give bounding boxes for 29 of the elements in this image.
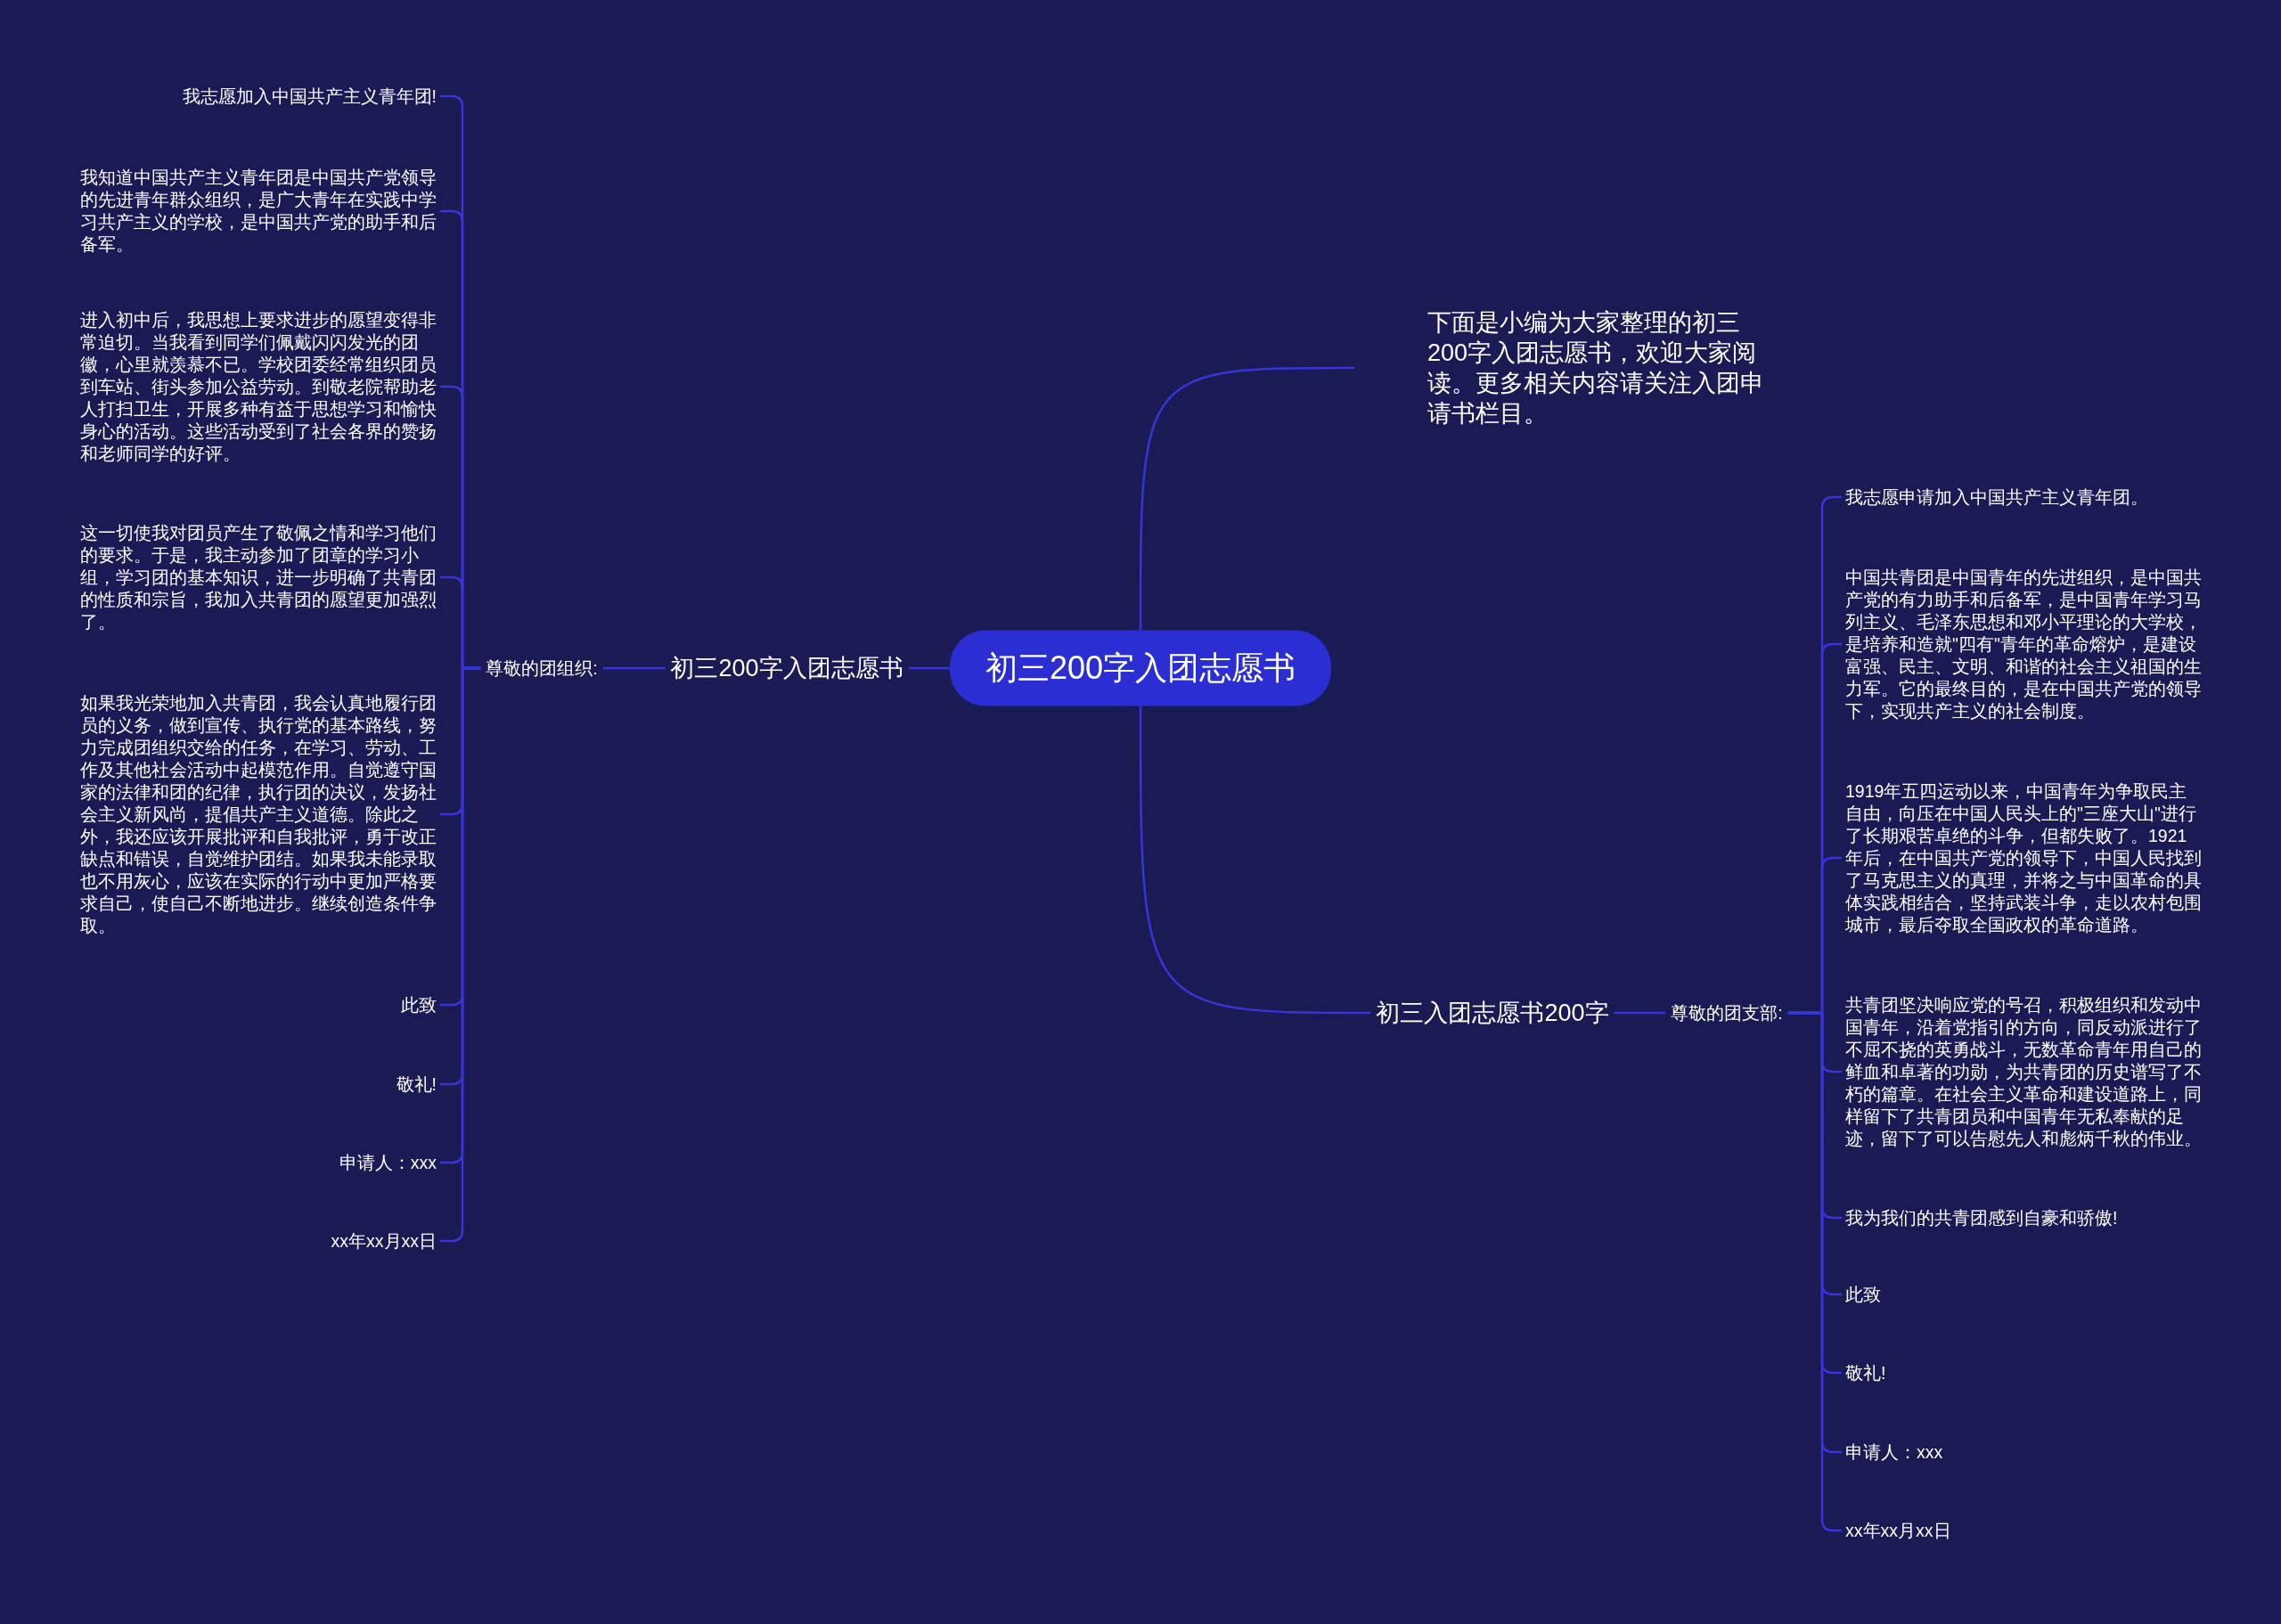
leaf-text: 如果我光荣地加入共青团，我会认真地履行团员的义务，做到宣传、执行党的基本路线，努力完成团组织交给的任务，在学习、劳动、工作及其他社会活动中起模范作用。自觉遵守国家的法律和团的纪律，执行团的决议，发扬社会主义新风尚，提倡共产主义道德。除此之外，我还应该开展批评和自我批评，勇于改正缺点和错误，自觉维护团结。如果我未能录取也不用灰心，应该在实际的行动中更加严格要求自己，使自己不断地进步。继续创造条件争取。 <box>80 691 437 937</box>
leaf-text: 我志愿加入中国共产主义青年团! <box>182 85 437 108</box>
leaf-text: 此致 <box>1845 1283 1881 1306</box>
connector-line <box>1614 1011 1666 1015</box>
leaf-text: xx年xx月xx日 <box>331 1229 437 1253</box>
central-topic: 初三200字入团志愿书 <box>949 630 1332 706</box>
connector-line <box>1139 706 1371 1015</box>
leaf-text: 敬礼! <box>396 1073 437 1096</box>
leaf-text: 共青团坚决响应党的号召，积极组织和发动中国青年，沿着党指引的方向，同反动派进行了不屈不挠的英勇战斗，无数革命青年用自己的鲜血和卓著的功勋，为共青团的历史谱写了不朽的篇章。在社会主义革命和建设道路上，同样留下了共青团员和中国青年无私奉献的足迹，留下了可以告慰先人和彪炳千秋的伟业。 <box>1845 993 2202 1150</box>
leaf-text: 申请人：xxx <box>339 1151 437 1174</box>
intro-text: 下面是小编为大家整理的初三200字入团志愿书，欢迎大家阅读。更多相关内容请关注入团申请书栏目。 <box>1354 307 1773 428</box>
leaf-text: 这一切使我对团员产生了敬佩之情和学习他们的要求。于是，我主动参加了团章的学习小组，学习团的基本知识，进一步明确了共青团的性质和宗旨，我加入共青团的愿望更加强烈了。 <box>80 521 437 633</box>
leaf-text: 我为我们的共青团感到自豪和骄傲! <box>1845 1206 2118 1229</box>
leaf-text: 敬礼! <box>1845 1361 1886 1384</box>
leaf-text: 进入初中后，我思想上要求进步的愿望变得非常迫切。当我看到同学们佩戴闪闪发光的团徽，心里就羡慕不已。学校团委经常组织团员到车站、街头参加公益劳动。到敬老院帮助老人打扫卫生，开展多种有益于思想学习和愉快身心的活动。这些活动受到了社会各界的赞扬和老师同学的好评。 <box>80 308 437 465</box>
leaf-text: 申请人：xxx <box>1845 1440 1943 1464</box>
connector-line <box>908 666 950 670</box>
leaf-text: 我志愿申请加入中国共产主义青年团。 <box>1845 486 2148 509</box>
connector-line <box>602 666 666 670</box>
leaf-text: 此致 <box>401 993 437 1016</box>
leaf-text: 中国共青团是中国青年的先进组织，是中国共产党的有力助手和后备军，是中国青年学习马列主义、毛泽东思想和邓小平理论的大学校，是培养和造就"四有"青年的革命熔炉，是建设富强、民主、文明、和谐的社会主义祖国的生力军。它的最终目的，是在中国共产党的领导下，实现共产主义的社会制度。 <box>1845 566 2202 722</box>
leaf-text: 1919年五四运动以来，中国青年为争取民主自由，向压在中国人民头上的"三座大山"进行了长期艰苦卓绝的斗争，但都失败了。1921年后，在中国共产党的领导下，中国人民找到了马克思主义的真理，并将之与中国革命的具体实践相结合，坚持武装斗争，走以农村包围城市，最后夺取全国政权的革命道路。 <box>1845 779 2202 936</box>
subtopic-text: 尊敬的团组织: <box>480 652 603 684</box>
topic-text: 初三入团志愿书200字 <box>1370 993 1615 1032</box>
topic-text: 初三200字入团志愿书 <box>665 649 909 688</box>
connector-line <box>1139 366 1354 631</box>
leaf-text: xx年xx月xx日 <box>1845 1519 1951 1542</box>
leaf-text: 我知道中国共产主义青年团是中国共产党领导的先进青年群众组织，是广大青年在实践中学习共产主义的学校，是中国共产党的助手和后备军。 <box>80 167 437 256</box>
subtopic-text: 尊敬的团支部: <box>1665 997 1788 1029</box>
